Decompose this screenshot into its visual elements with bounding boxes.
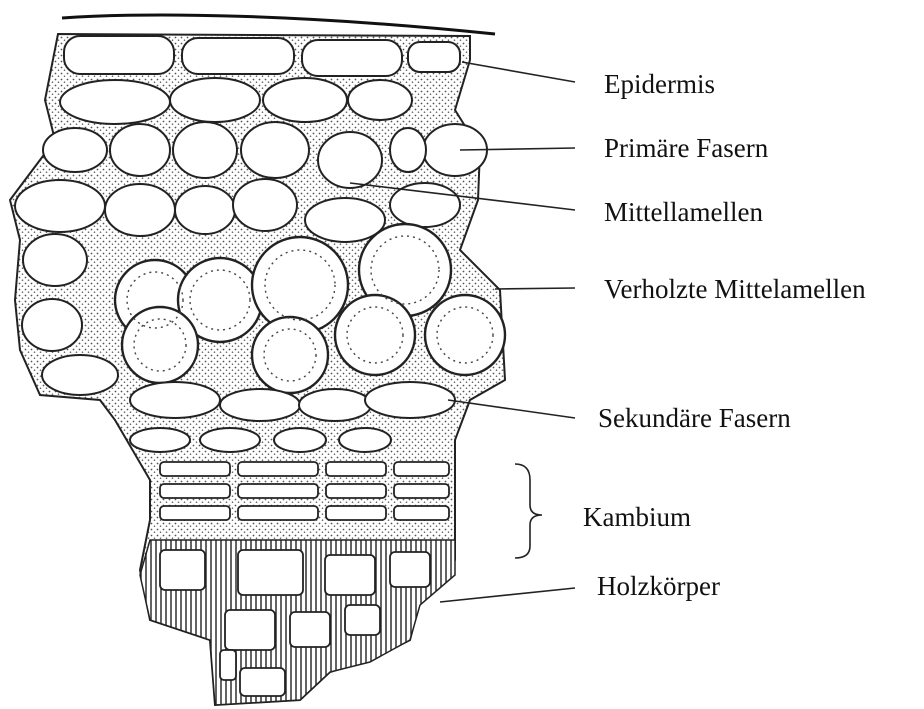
label-primaere-fasern: Primäre Fasern bbox=[604, 135, 768, 162]
label-sekundaere-fasern: Sekundäre Fasern bbox=[598, 405, 791, 432]
cambium-cells bbox=[160, 462, 449, 520]
label-holzkoerper: Holzkörper bbox=[597, 573, 720, 600]
kambium-bracket bbox=[515, 464, 542, 558]
label-verholzte-mittelamellen: Verholzte Mittelamellen bbox=[604, 276, 866, 303]
leader-holzkoerper bbox=[440, 588, 575, 602]
label-mittellamellen: Mittellamellen bbox=[604, 199, 763, 226]
leader-verholzte-mittelamellen bbox=[495, 288, 575, 289]
leader-epidermis bbox=[462, 62, 575, 82]
label-kambium: Kambium bbox=[583, 504, 691, 531]
label-epidermis: Epidermis bbox=[604, 71, 715, 98]
cuticle-line bbox=[62, 15, 495, 34]
